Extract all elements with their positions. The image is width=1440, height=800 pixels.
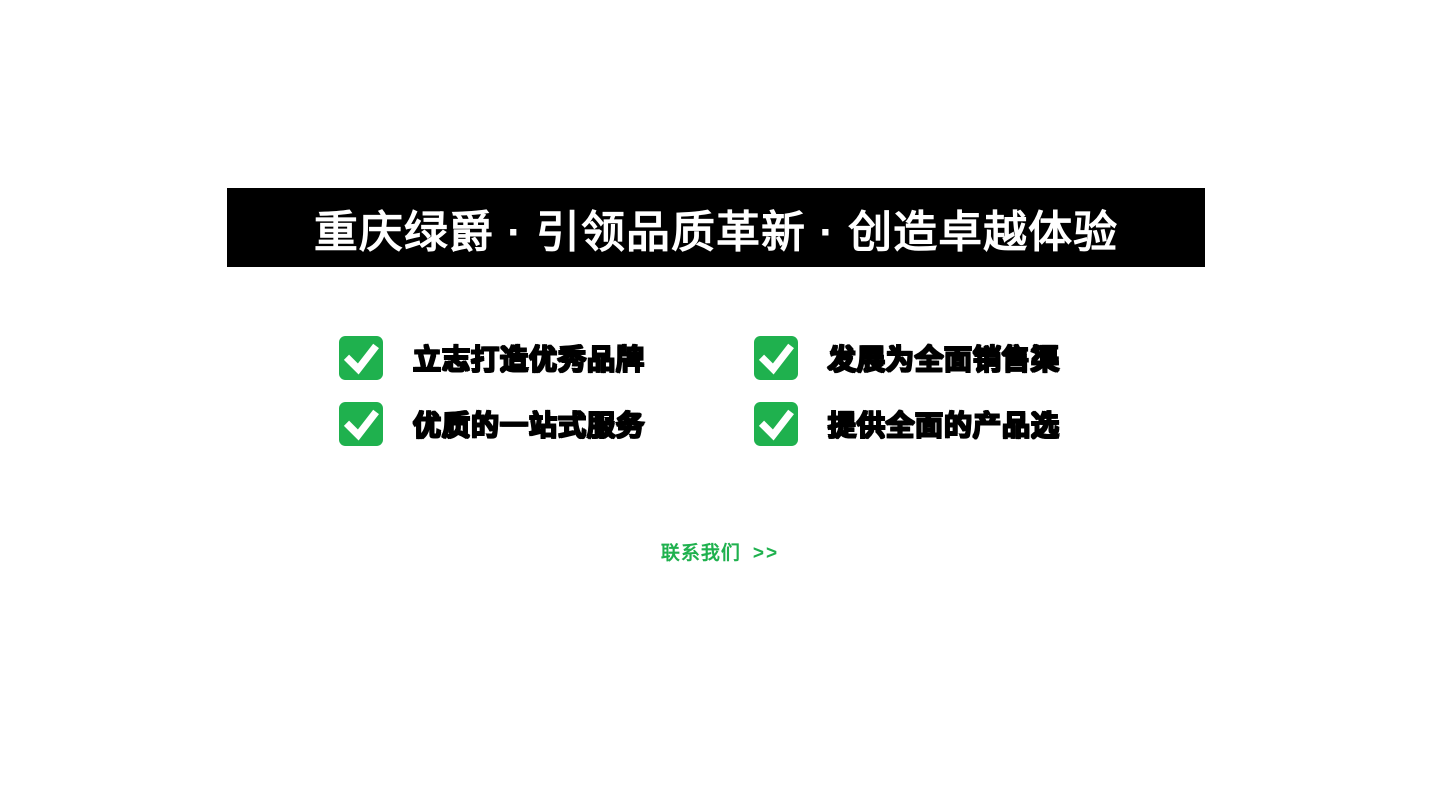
feature-label: 提供全面的产品选 xyxy=(827,409,1061,442)
feature-item: 立志打造优秀品牌 xyxy=(339,336,645,380)
check-icon xyxy=(339,402,383,446)
page-title: 重庆绿爵 · 引领品质革新 · 创造卓越体验 xyxy=(313,207,1119,257)
feature-item: 优质的一站式服务 xyxy=(339,402,645,446)
check-icon xyxy=(339,336,383,380)
headline-banner: 重庆绿爵 · 引领品质革新 · 创造卓越体验 xyxy=(227,188,1205,267)
feature-label: 优质的一站式服务 xyxy=(412,409,646,442)
feature-item: 发展为全面销售渠 xyxy=(754,336,1060,380)
double-arrow-icon[interactable]: >> xyxy=(752,543,780,564)
feature-label: 立志打造优秀品牌 xyxy=(412,343,646,376)
feature-item: 提供全面的产品选 xyxy=(754,402,1060,446)
check-icon xyxy=(754,336,798,380)
feature-label: 发展为全面销售渠 xyxy=(827,343,1061,376)
contact-label[interactable]: 联系我们 xyxy=(660,543,741,564)
contact-link[interactable]: 联系我们 >> xyxy=(0,538,1440,565)
check-icon xyxy=(754,402,798,446)
